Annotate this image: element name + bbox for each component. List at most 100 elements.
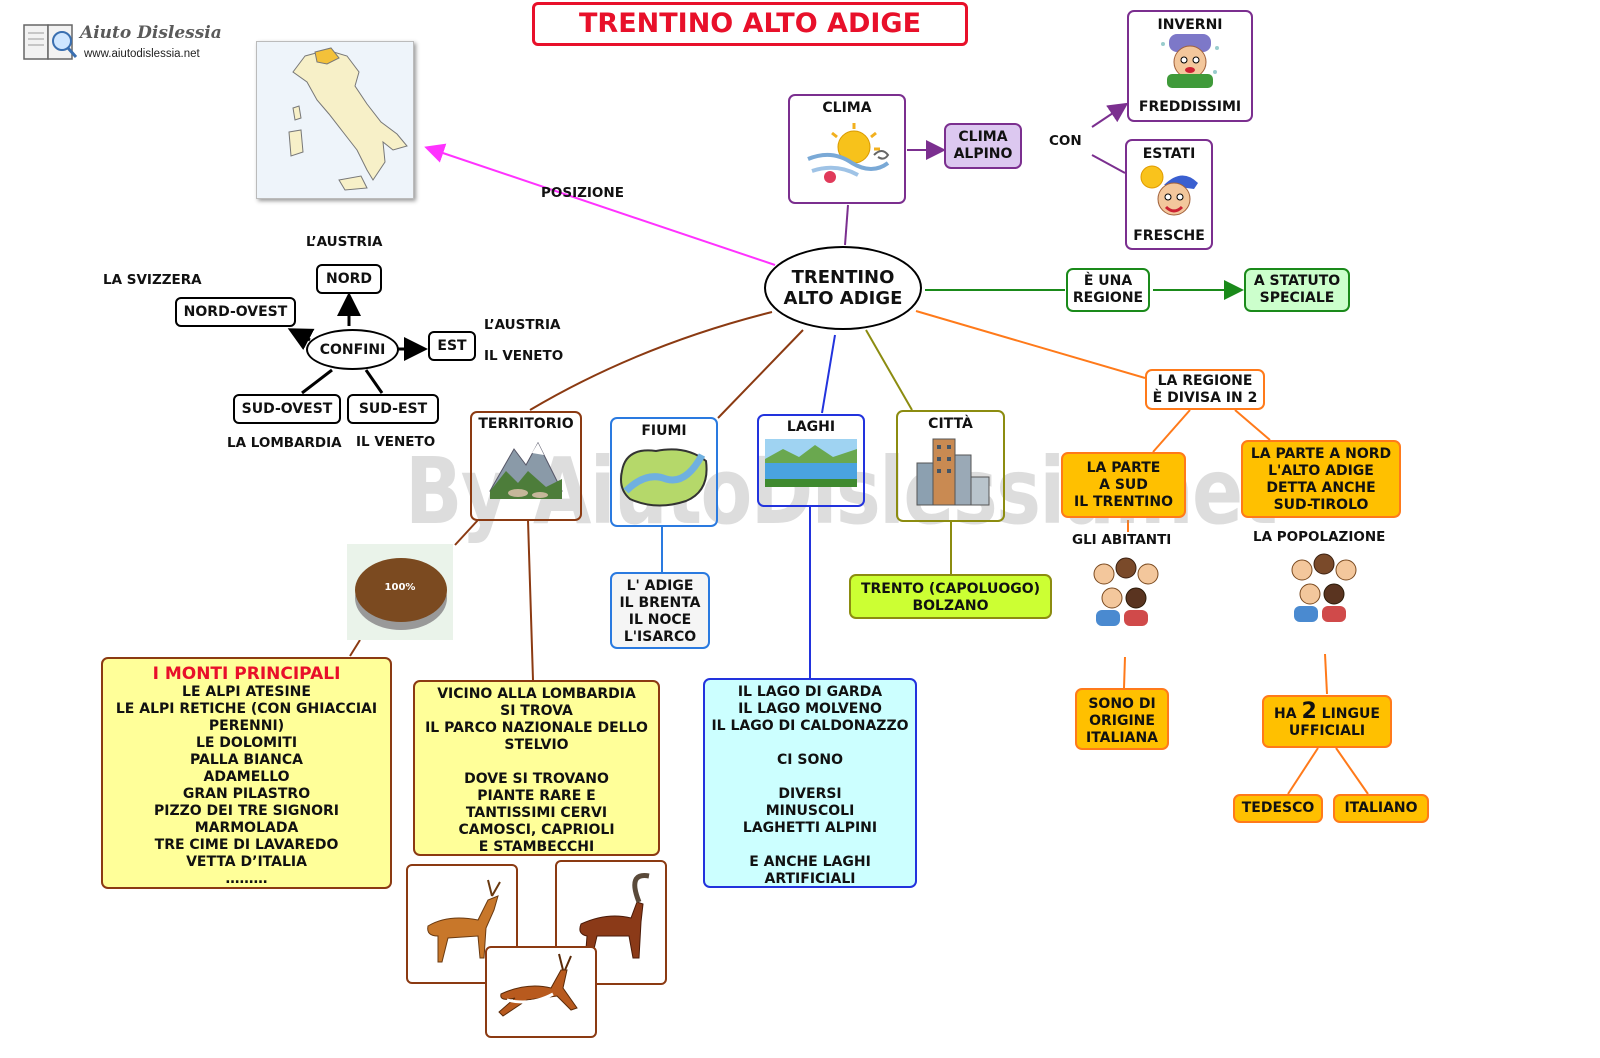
lago-line bbox=[705, 769, 915, 786]
monti-item: GRAN PILASTRO bbox=[182, 786, 311, 802]
confini-austria-est: L’AUSTRIA bbox=[484, 317, 561, 333]
lingue-post: LINGUE bbox=[1321, 706, 1380, 722]
fiume-item: IL BRENTA bbox=[619, 595, 701, 611]
e-una-regione-box[interactable]: È UNA REGIONE bbox=[1066, 268, 1150, 312]
parte-nord-box[interactable]: LA PARTE A NORD L'ALTO ADIGE DETTA ANCHE… bbox=[1241, 440, 1401, 518]
parco-line: VICINO ALLA LOMBARDIA bbox=[437, 686, 636, 702]
confini-veneto-se: IL VENETO bbox=[356, 434, 436, 450]
nord-ovest-box[interactable]: NORD-OVEST bbox=[175, 297, 296, 327]
parco-line: E STAMBECCHI bbox=[478, 839, 595, 855]
central-node[interactable]: TRENTINO ALTO ADIGE bbox=[764, 246, 922, 330]
monti-item: PALLA BIANCA bbox=[190, 752, 303, 768]
nord-box[interactable]: NORD bbox=[316, 264, 382, 294]
parco-line: CAMOSCI, CAPRIOLI bbox=[458, 822, 615, 838]
gazelle-image bbox=[485, 946, 597, 1038]
logo-brand: Aiuto Dislessia bbox=[80, 23, 222, 43]
citta-box[interactable]: CITTÀ bbox=[896, 410, 1005, 522]
cold-person-icon bbox=[1161, 34, 1219, 88]
people-group-image bbox=[1284, 548, 1364, 628]
inverni-box[interactable]: INVERNI FREDDISSIMI bbox=[1127, 10, 1253, 122]
tedesco-box[interactable]: TEDESCO bbox=[1233, 794, 1323, 823]
confini-svizzera: LA SVIZZERA bbox=[103, 272, 202, 288]
estati-fresche: FRESCHE bbox=[1133, 228, 1205, 244]
monti-principali-box[interactable]: I MONTI PRINCIPALI LE ALPI ATESINE LE AL… bbox=[101, 657, 392, 889]
nord-ovest-text: NORD-OVEST bbox=[183, 303, 288, 320]
lake-icon bbox=[765, 439, 857, 487]
monti-item: ADAMELLO bbox=[203, 769, 290, 785]
estati-box[interactable]: ESTATI FRESCHE bbox=[1125, 139, 1213, 250]
statuto-speciale-box[interactable]: A STATUTO SPECIALE bbox=[1244, 268, 1350, 312]
divisa-line-2: È DIVISA IN 2 bbox=[1152, 389, 1258, 406]
page-title-text: TRENTINO ALTO ADIGE bbox=[578, 8, 922, 39]
clima-label: CLIMA bbox=[822, 100, 872, 116]
sud-est-box[interactable]: SUD-EST bbox=[347, 394, 439, 424]
origine-line: SONO DI bbox=[1088, 696, 1156, 712]
posizione-label: POSIZIONE bbox=[541, 185, 624, 201]
confini-veneto-est: IL VENETO bbox=[484, 348, 564, 364]
lago-line: IL LAGO DI CALDONAZZO bbox=[711, 718, 909, 734]
italiano-text: ITALIANO bbox=[1344, 800, 1418, 816]
laghi-label: LAGHI bbox=[786, 419, 836, 435]
sud-ovest-box[interactable]: SUD-OVEST bbox=[233, 394, 341, 424]
inverni-label: INVERNI bbox=[1157, 17, 1223, 33]
regione-divisa-box[interactable]: LA REGIONE È DIVISA IN 2 bbox=[1145, 369, 1265, 410]
e-una-line-2: REGIONE bbox=[1072, 290, 1144, 306]
parco-line: PIANTE RARE E bbox=[477, 788, 596, 804]
fiumi-list-box[interactable]: L' ADIGE IL BRENTA IL NOCE L'ISARCO bbox=[610, 572, 710, 649]
popolazione-label: LA POPOLAZIONE bbox=[1253, 529, 1386, 545]
confini-lombardia: LA LOMBARDIA bbox=[227, 435, 342, 451]
central-node-line-2: ALTO ADIGE bbox=[783, 288, 903, 309]
territorio-box[interactable]: TERRITORIO bbox=[470, 411, 582, 521]
lingue-ufficiali-box[interactable]: HA 2 LINGUE UFFICIALI bbox=[1262, 695, 1392, 748]
pie-label: 100% bbox=[384, 582, 416, 593]
fiumi-label: FIUMI bbox=[641, 423, 687, 439]
divisa-line-1: LA REGIONE bbox=[1157, 372, 1253, 389]
mountain-icon bbox=[489, 441, 563, 499]
clima-alpino-box[interactable]: CLIMA ALPINO bbox=[944, 123, 1022, 169]
fiume-item: IL NOCE bbox=[628, 612, 692, 628]
e-una-line-1: È UNA bbox=[1083, 273, 1133, 289]
deer-image bbox=[406, 864, 518, 984]
page-title: TRENTINO ALTO ADIGE bbox=[532, 2, 968, 46]
clima-alpino-line-1: CLIMA bbox=[958, 129, 1008, 145]
nord-line: LA PARTE A NORD bbox=[1250, 446, 1392, 462]
confini-node[interactable]: CONFINI bbox=[306, 329, 399, 370]
monti-item: LE ALPI RETICHE (CON GHIACCIAI bbox=[115, 701, 378, 717]
lago-line: ARTIFICIALI bbox=[764, 871, 856, 887]
nord-line: L'ALTO ADIGE bbox=[1268, 463, 1374, 479]
sud-line: A SUD bbox=[1099, 477, 1148, 493]
parte-sud-box[interactable]: LA PARTE A SUD IL TRENTINO bbox=[1061, 452, 1186, 518]
lago-line bbox=[705, 735, 915, 752]
river-icon bbox=[620, 448, 708, 507]
italiano-box[interactable]: ITALIANO bbox=[1333, 794, 1429, 823]
monti-item: VETTA D’ITALIA bbox=[186, 854, 307, 870]
estati-label: ESTATI bbox=[1142, 146, 1196, 162]
origine-italiana-box[interactable]: SONO DI ORIGINE ITALIANA bbox=[1075, 688, 1169, 750]
est-text: EST bbox=[437, 337, 467, 354]
parco-stelvio-box[interactable]: VICINO ALLA LOMBARDIA SI TROVA IL PARCO … bbox=[413, 680, 660, 856]
people-group-image bbox=[1086, 552, 1166, 632]
monti-item: LE DOLOMITI bbox=[195, 735, 298, 751]
fiumi-box[interactable]: FIUMI bbox=[610, 417, 718, 527]
est-box[interactable]: EST bbox=[428, 331, 476, 361]
lago-line: IL LAGO DI GARDA bbox=[737, 684, 883, 700]
pie-chart-100: 100% bbox=[347, 544, 453, 640]
site-logo[interactable]: Aiuto Dislessia www.aiutodislessia.net bbox=[22, 19, 222, 67]
citta-list-box[interactable]: TRENTO (CAPOLUOGO) BOLZANO bbox=[849, 574, 1052, 619]
monti-item: ……… bbox=[225, 871, 268, 887]
abitanti-label: GLI ABITANTI bbox=[1072, 532, 1172, 548]
parco-line: SI TROVA bbox=[500, 703, 573, 719]
lingue-pre: HA bbox=[1274, 706, 1297, 722]
laghi-list-box[interactable]: IL LAGO DI GARDA IL LAGO MOLVENO IL LAGO… bbox=[703, 678, 917, 888]
monti-item: TRE CIME DI LAVAREDO bbox=[154, 837, 339, 853]
lago-line: IL LAGO MOLVENO bbox=[738, 701, 882, 717]
laghi-box[interactable]: LAGHI bbox=[757, 414, 865, 507]
weather-sun-wind-icon bbox=[807, 123, 890, 183]
book-magnifier-icon bbox=[23, 24, 78, 60]
clima-box[interactable]: CLIMA bbox=[788, 94, 906, 204]
lago-line: MINUSCOLI bbox=[765, 803, 855, 819]
nord-line: DETTA ANCHE bbox=[1266, 480, 1376, 496]
lago-line bbox=[705, 837, 915, 854]
nord-line: SUD-TIROLO bbox=[1273, 497, 1369, 513]
